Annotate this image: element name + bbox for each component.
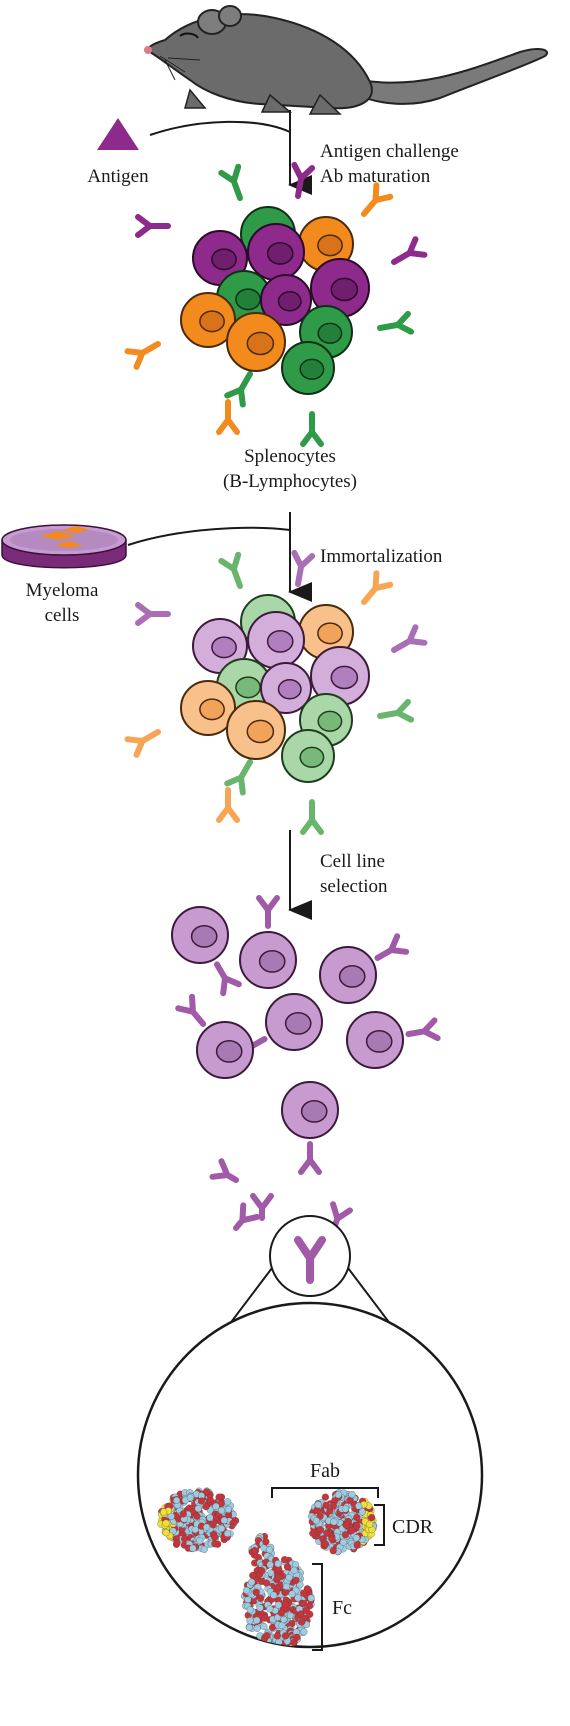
antibody-icon	[298, 1141, 322, 1175]
cdr-label: CDR	[392, 1516, 434, 1538]
antibody-icon	[250, 1193, 274, 1221]
antibody-icon	[216, 399, 240, 435]
antibody-icon	[405, 1017, 441, 1042]
antibody-icon	[175, 993, 207, 1027]
antibody-icon	[124, 729, 161, 758]
hybridoma-cluster	[124, 549, 428, 835]
cell	[192, 618, 248, 674]
myeloma-connector	[127, 526, 291, 546]
antibody-icon	[124, 341, 161, 370]
splenocytes-label-line2: (B-Lymphocytes)	[223, 471, 357, 492]
fab-bracket	[271, 1487, 379, 1498]
cell	[310, 646, 370, 706]
cell	[180, 680, 236, 736]
antibody-icon	[377, 698, 415, 723]
antibody-icon	[300, 799, 324, 835]
monoclonal-cell	[239, 931, 297, 989]
cell	[310, 258, 370, 318]
monoclonal-cell	[265, 993, 323, 1051]
antibody-icon	[294, 1236, 326, 1284]
monoclonal-cell	[346, 1011, 404, 1069]
antibody-icon	[135, 214, 171, 238]
cell	[247, 223, 305, 281]
cell	[226, 312, 286, 372]
cell	[192, 230, 248, 286]
antibody-icon	[361, 570, 394, 605]
free-antibodies	[209, 1158, 353, 1231]
monoclonal-cell	[196, 1021, 254, 1079]
myeloma-label-line1: Myeloma	[26, 580, 99, 601]
monoclonal-cell	[171, 906, 229, 964]
antibody-icon	[214, 961, 242, 997]
antibody-icon	[374, 933, 410, 961]
antibody-icon	[391, 236, 428, 265]
myeloma-label-line2: cells	[45, 605, 80, 626]
fab-label: Fab	[310, 1460, 340, 1482]
mouse-icon	[144, 5, 548, 115]
monoclonal-cell	[281, 1081, 339, 1139]
step2-label: Immortalization	[320, 546, 443, 567]
fc-bracket	[312, 1563, 323, 1651]
antibody-icon	[377, 310, 415, 335]
splenocytes-label-line1: Splenocytes	[244, 446, 336, 467]
antibody-icon	[391, 624, 428, 653]
antibody-molecule	[157, 1487, 378, 1647]
step3-label-line1: Cell line	[320, 851, 385, 872]
cell	[260, 274, 312, 326]
step1-label-line1: Antigen challenge	[320, 141, 459, 162]
cell	[281, 341, 335, 395]
antibody-icon	[256, 895, 280, 929]
step1-label-line2: Ab maturation	[320, 166, 431, 187]
monoclonal-cells	[171, 895, 441, 1175]
antibody-icon	[224, 371, 253, 408]
antibody-icon	[233, 1202, 261, 1231]
cell	[260, 662, 312, 714]
antibody-icon	[135, 602, 171, 626]
antigen-label: Antigen	[87, 166, 149, 187]
antibody-icon	[361, 182, 394, 217]
antibody-icon	[291, 549, 316, 587]
antibody-icon	[224, 759, 253, 796]
antibody-icon	[218, 551, 243, 589]
antigen-connector	[149, 120, 291, 136]
splenocyte-cluster	[124, 161, 428, 447]
cell	[247, 611, 305, 669]
antibody-icon	[300, 411, 324, 447]
cell	[226, 700, 286, 760]
cell	[281, 729, 335, 783]
monoclonal-cell	[319, 946, 377, 1004]
petri-dish-icon	[1, 524, 127, 569]
cell	[180, 292, 236, 348]
antibody-icon	[216, 787, 240, 823]
antibody-icon	[209, 1158, 239, 1183]
antibody-icon	[291, 161, 316, 199]
antibody-icon	[218, 163, 243, 201]
step3-label-line2: selection	[320, 876, 388, 897]
antigen-triangle-icon	[97, 118, 139, 150]
zoom-large-circle	[136, 1301, 484, 1649]
fc-label: Fc	[332, 1597, 352, 1619]
cdr-bracket	[374, 1504, 385, 1546]
